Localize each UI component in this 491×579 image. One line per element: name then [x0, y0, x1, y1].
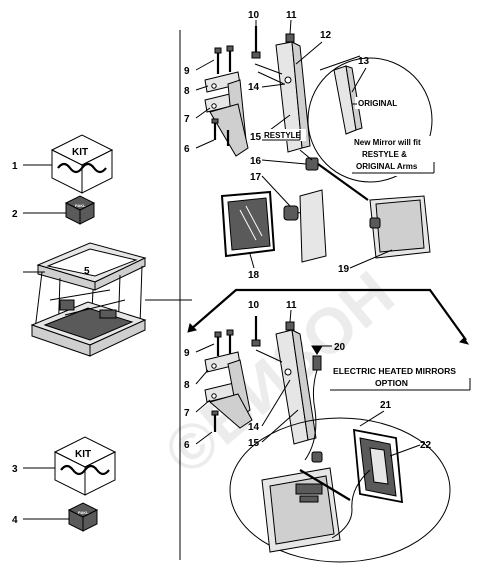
heated-mirror-element-22[interactable]	[331, 428, 404, 539]
heated-detail-ellipse	[229, 417, 451, 563]
cab-frame[interactable]	[30, 242, 147, 357]
mirror-arm-lower[interactable]	[255, 329, 317, 445]
pack-box-upper[interactable]: PAKL	[64, 195, 96, 225]
callout-10-upper: 10	[248, 10, 260, 21]
clamp-16[interactable]	[299, 149, 369, 201]
callout-16: 16	[250, 156, 262, 167]
mirror-arm-upper[interactable]	[254, 41, 311, 153]
original-label-bg	[355, 97, 407, 109]
kit-box-lower[interactable]: KIT	[53, 436, 117, 496]
callout-1: 1	[12, 161, 18, 172]
original-arm-detail[interactable]	[307, 55, 433, 183]
callout-11-upper: 11	[286, 10, 297, 21]
callout-8-upper: 8	[184, 86, 190, 97]
bolt-6-lower[interactable]	[211, 410, 219, 432]
nut-11-lower[interactable]	[285, 321, 295, 331]
wire-connector-20[interactable]	[304, 345, 323, 461]
callout-15-lower: 15	[248, 438, 260, 449]
callout-15-upper: 15	[250, 132, 262, 143]
pack-label: PAKL	[78, 510, 89, 515]
pack-label: PAKL	[75, 203, 86, 208]
callout-2: 2	[12, 209, 18, 220]
callout-3: 3	[12, 464, 18, 475]
mirror-knob-17[interactable]	[283, 189, 327, 263]
callout-9-lower: 9	[184, 348, 190, 359]
kit-box-upper[interactable]: KIT	[50, 134, 114, 194]
callout-10-lower: 10	[248, 300, 260, 311]
callout-12: 12	[320, 30, 332, 41]
callout-5: 5	[84, 266, 90, 277]
callout-18: 18	[248, 270, 260, 281]
clamp-lower[interactable]	[311, 451, 323, 463]
mirror-housing-19[interactable]	[369, 195, 431, 259]
callout-6-upper: 6	[184, 144, 190, 155]
section-divider	[189, 288, 467, 341]
callout-8-lower: 8	[184, 380, 190, 391]
nut-11-upper[interactable]	[285, 33, 295, 43]
heated-label-line2: OPTION	[375, 378, 408, 388]
fit-note-line2: RESTYLE &	[362, 150, 407, 159]
callout-14-lower: 14	[248, 422, 260, 433]
bolt-9-upper[interactable]	[214, 45, 234, 74]
heated-mirror-housing-front[interactable]	[261, 467, 351, 553]
bolt-6-upper[interactable]	[211, 118, 230, 146]
kit-label: KIT	[72, 147, 88, 158]
callout-20: 20	[334, 342, 346, 353]
bolt-9-lower[interactable]	[214, 329, 234, 356]
callout-14-upper: 14	[248, 82, 260, 93]
fit-note-box: New Mirror will fit RESTYLE & ORIGINAL A…	[350, 136, 436, 176]
mount-bracket-upper[interactable]	[204, 71, 249, 157]
kit-label: KIT	[75, 449, 91, 460]
callout-9-upper: 9	[184, 66, 190, 77]
callout-19: 19	[338, 264, 350, 275]
heated-label-line1: ELECTRIC HEATED MIRRORS	[333, 366, 456, 376]
mount-bracket-lower[interactable]	[204, 351, 253, 429]
kit-logo-icon	[60, 464, 110, 476]
callout-17: 17	[250, 172, 262, 183]
restyle-label: RESTYLE	[264, 131, 302, 140]
bolt-10-lower[interactable]	[251, 316, 261, 347]
callout-6-lower: 6	[184, 440, 190, 451]
bolt-10-upper[interactable]	[251, 26, 261, 59]
callout-7-lower: 7	[184, 408, 190, 419]
callout-4: 4	[12, 515, 18, 526]
pack-box-lower[interactable]: PAKL	[67, 502, 99, 532]
heated-mirror-option-box: ELECTRIC HEATED MIRRORS OPTION	[330, 362, 471, 392]
callout-21: 21	[380, 400, 392, 411]
callout-11-lower: 11	[286, 300, 297, 311]
fit-note-line1: New Mirror will fit	[354, 138, 421, 147]
callout-22: 22	[420, 440, 432, 451]
fit-note-line3: ORIGINAL Arms	[356, 162, 418, 171]
callout-7-upper: 7	[184, 114, 190, 125]
mirror-flat-18[interactable]	[220, 190, 276, 258]
callout-13: 13	[358, 56, 370, 67]
kit-logo-icon	[57, 162, 107, 174]
original-label: ORIGINAL	[358, 99, 397, 108]
